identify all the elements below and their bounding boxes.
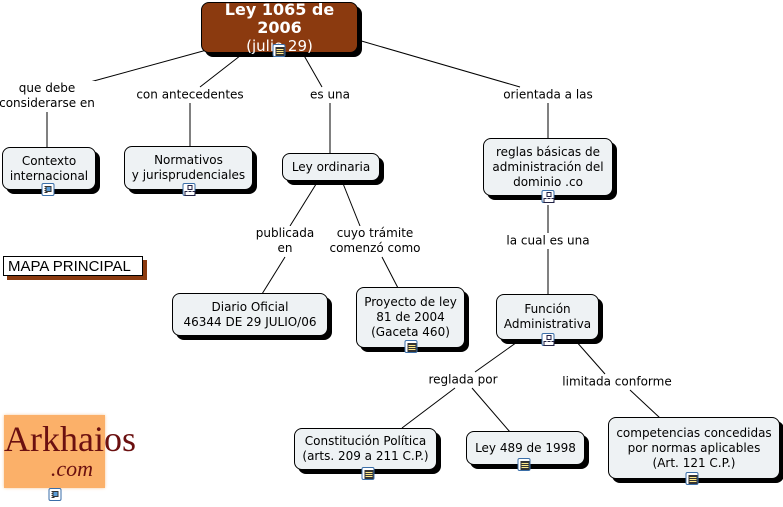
root-title: Ley 1065 de 2006 xyxy=(224,0,335,37)
concept-funcion[interactable]: Función Administrativa xyxy=(496,294,599,340)
image-document-icon[interactable] xyxy=(48,488,62,501)
document-icon[interactable] xyxy=(517,458,531,471)
concept-map-icon[interactable] xyxy=(541,190,555,203)
document-icon[interactable] xyxy=(361,467,375,480)
link-orientada: orientada a las xyxy=(503,87,593,103)
concept-diario-oficial[interactable]: Diario Oficial 46344 DE 29 JULIO/06 xyxy=(172,293,328,336)
concept-competencias[interactable]: competencias concedidas por normas aplic… xyxy=(608,417,780,479)
link-limitada: limitada conforme xyxy=(562,374,672,390)
concept-ley-ordinaria[interactable]: Ley ordinaria xyxy=(282,153,380,181)
link-reglada: reglada por xyxy=(428,372,498,388)
link-antecedentes: con antecedentes xyxy=(136,87,244,103)
link-cuyo-tramite: cuyo trámite comenzó como xyxy=(329,226,421,256)
concept-contexto[interactable]: Contexto internacional xyxy=(2,147,96,190)
concept-constitucion[interactable]: Constitución Política (arts. 209 a 211 C… xyxy=(294,428,437,470)
link-que-debe: que debe considerarse en xyxy=(0,81,95,111)
concept-proyecto[interactable]: Proyecto de ley 81 de 2004 (Gaceta 460) xyxy=(356,287,465,348)
link-cual-es-una: la cual es una xyxy=(506,233,590,249)
image-document-icon[interactable] xyxy=(41,183,55,196)
concept-map-icon[interactable] xyxy=(182,183,196,196)
document-icon[interactable] xyxy=(685,472,699,485)
link-es-una: es una xyxy=(309,87,351,103)
concept-map-icon[interactable] xyxy=(541,333,555,346)
mapa-principal-label[interactable]: MAPA PRINCIPAL xyxy=(3,256,143,276)
document-icon[interactable] xyxy=(404,340,418,353)
link-publicada: publicada en xyxy=(255,226,315,256)
document-icon[interactable] xyxy=(272,44,286,57)
arkhaios-logo[interactable]: Arkhaios.com xyxy=(4,415,136,488)
concept-reglas[interactable]: reglas básicas de administración del dom… xyxy=(483,138,613,196)
